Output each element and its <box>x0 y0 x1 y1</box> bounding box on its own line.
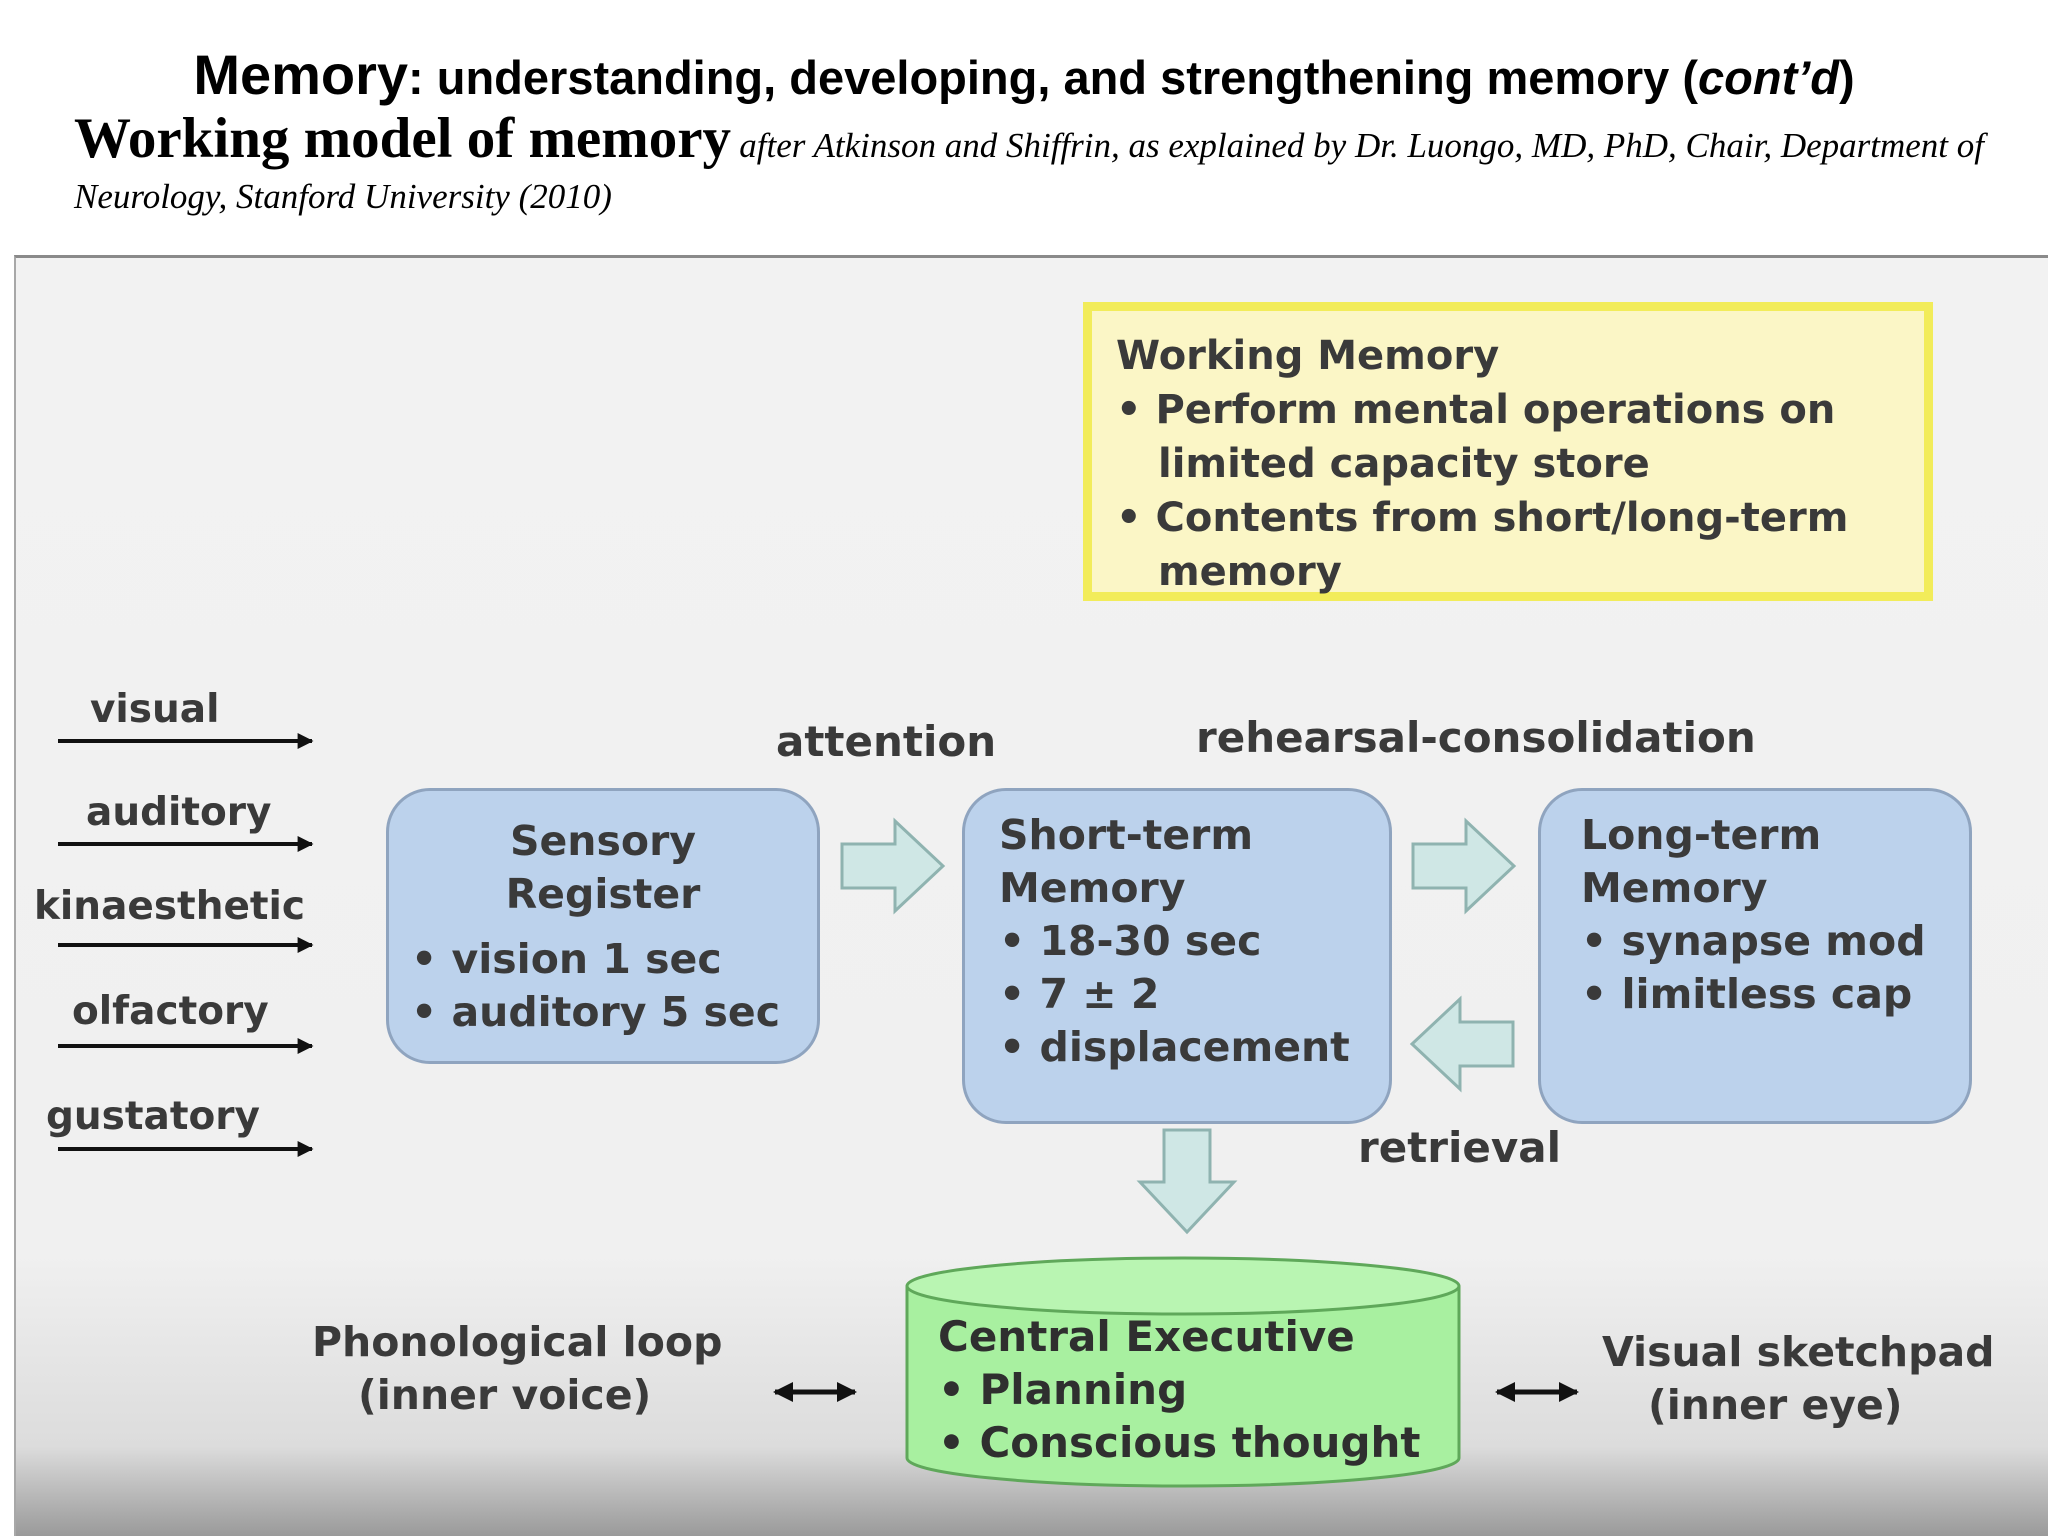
long-term-memory-box: Long-term Memory • synapse mod • limitle… <box>1538 788 1972 1124</box>
long-term-bullet-2: • limitless cap <box>1581 970 1913 1018</box>
short-term-heading-1: Short-term <box>999 811 1254 859</box>
sense-label-olfactory: olfactory <box>72 989 269 1034</box>
visual-sketchpad-line-2: (inner eye) <box>1648 1381 1903 1429</box>
sensory-register-heading-2: Register <box>505 870 701 918</box>
attention-label: attention <box>776 717 997 766</box>
central-executive-bullet-2: • Conscious thought <box>938 1418 1421 1467</box>
short-term-bullet-2: • 7 ± 2 <box>999 970 1160 1018</box>
central-executive-heading: Central Executive <box>938 1312 1355 1361</box>
title-italic: cont’d <box>1698 51 1840 104</box>
rehearsal-consolidation-label: rehearsal-consolidation <box>1196 713 1756 762</box>
working-memory-box: Working Memory • Perform mental operatio… <box>1083 302 1933 601</box>
long-term-bullet-1: • synapse mod <box>1581 917 1926 965</box>
sensory-register-box: Sensory Register • vision 1 sec • audito… <box>386 788 820 1064</box>
sensory-register-heading-1: Sensory <box>509 817 697 865</box>
short-term-bullet-1: • 18-30 sec <box>999 917 1262 965</box>
sense-label-auditory: auditory <box>86 790 272 835</box>
long-term-heading-1: Long-term <box>1581 811 1822 859</box>
retrieval-arrow <box>1409 995 1515 1093</box>
sense-label-visual: visual <box>90 687 220 732</box>
sensory-register-bullet-1: • vision 1 sec <box>411 935 722 983</box>
down-arrow <box>1136 1128 1238 1235</box>
title-rest: : understanding, developing, and strengt… <box>408 51 1699 104</box>
sensory-register-bullet-2: • auditory 5 sec <box>411 988 781 1036</box>
working-memory-heading: Working Memory <box>1116 333 1500 379</box>
subtitle-credit: after Atkinson and Shiffrin, as explaine… <box>74 126 1984 216</box>
sense-label-kinaesthetic: kinaesthetic <box>34 884 306 929</box>
attention-arrow <box>840 817 946 915</box>
short-term-memory-box: Short-term Memory • 18-30 sec • 7 ± 2 • … <box>962 788 1392 1124</box>
subtitle-lead: Working model of memory <box>74 107 732 170</box>
slide-title: Memory: understanding, developing, and s… <box>0 46 2048 107</box>
central-executive-cylinder <box>905 1256 1461 1488</box>
short-term-bullet-3: • displacement <box>999 1023 1350 1071</box>
title-close: ) <box>1839 51 1855 104</box>
phonological-loop-line-1: Phonological loop <box>312 1318 723 1366</box>
subtitle: Working model of memory after Atkinson a… <box>74 110 2014 223</box>
visual-sketchpad-line-1: Visual sketchpad <box>1602 1328 1995 1376</box>
phonological-loop-label: Phonological loop (inner voice) <box>312 1316 722 1422</box>
working-memory-bullet-2: • Contents from short/long-term memory <box>1116 495 1849 595</box>
central-executive-text: Central Executive • Planning • Conscious… <box>938 1310 1478 1469</box>
short-term-heading-2: Memory <box>999 864 1186 912</box>
central-executive-bullet-1: • Planning <box>938 1365 1188 1414</box>
consolidation-arrow <box>1411 817 1517 915</box>
phonological-loop-line-2: (inner voice) <box>358 1371 652 1419</box>
working-memory-bullet-1: • Perform mental operations on limited c… <box>1116 387 1836 487</box>
long-term-heading-2: Memory <box>1581 864 1768 912</box>
visual-sketchpad-label: Visual sketchpad (inner eye) <box>1602 1326 1994 1432</box>
retrieval-label: retrieval <box>1358 1123 1561 1172</box>
title-lead: Memory <box>193 43 409 106</box>
sense-label-gustatory: gustatory <box>46 1094 260 1139</box>
